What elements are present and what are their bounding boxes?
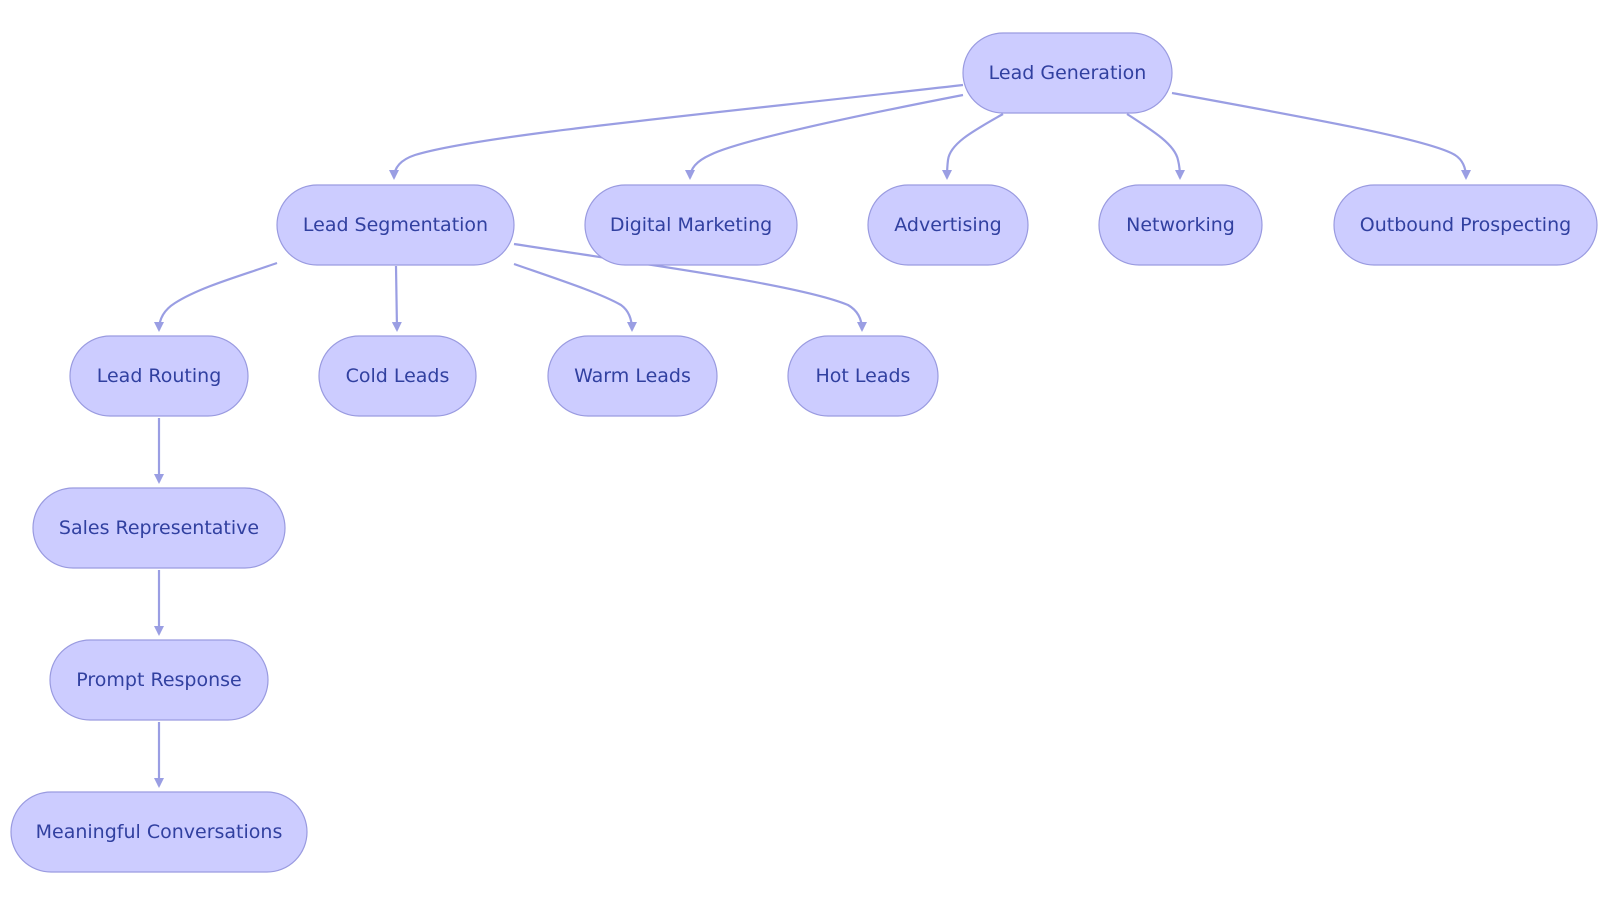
node-cold-leads-label: Cold Leads xyxy=(346,365,450,387)
node-lead-routing-label: Lead Routing xyxy=(97,365,222,387)
edge-lead-generation-to-lead-segmentation xyxy=(389,83,964,180)
edge-lead-generation-to-networking xyxy=(1126,113,1185,180)
nodes: Lead Generation Lead Segmentation Digita… xyxy=(10,32,1598,873)
node-digital-marketing[interactable]: Digital Marketing xyxy=(584,184,798,266)
edge-lead-segmentation-to-lead-routing xyxy=(154,261,278,332)
node-outbound-prospecting-label: Outbound Prospecting xyxy=(1360,214,1571,236)
node-meaningful-conversations-label: Meaningful Conversations xyxy=(36,821,283,843)
edge-lead-segmentation-to-warm-leads xyxy=(513,262,637,332)
edges xyxy=(154,83,1471,788)
node-hot-leads[interactable]: Hot Leads xyxy=(787,335,939,417)
node-meaningful-conversations[interactable]: Meaningful Conversations xyxy=(10,791,308,873)
node-lead-routing[interactable]: Lead Routing xyxy=(69,335,249,417)
node-sales-representative[interactable]: Sales Representative xyxy=(32,487,286,569)
node-warm-leads-label: Warm Leads xyxy=(574,365,691,387)
node-digital-marketing-label: Digital Marketing xyxy=(610,214,772,236)
edge-lead-generation-to-outbound-prospecting xyxy=(1171,91,1471,180)
node-networking-label: Networking xyxy=(1126,214,1235,236)
node-sales-representative-label: Sales Representative xyxy=(59,517,259,539)
node-prompt-response-label: Prompt Response xyxy=(76,669,241,691)
node-hot-leads-label: Hot Leads xyxy=(816,365,911,387)
node-warm-leads[interactable]: Warm Leads xyxy=(547,335,718,417)
node-advertising[interactable]: Advertising xyxy=(867,184,1029,266)
node-outbound-prospecting[interactable]: Outbound Prospecting xyxy=(1333,184,1598,266)
node-lead-generation[interactable]: Lead Generation xyxy=(962,32,1173,114)
node-lead-segmentation-label: Lead Segmentation xyxy=(303,214,488,236)
node-lead-segmentation[interactable]: Lead Segmentation xyxy=(276,184,515,266)
node-lead-generation-label: Lead Generation xyxy=(989,62,1147,84)
node-advertising-label: Advertising xyxy=(894,214,1001,236)
node-prompt-response[interactable]: Prompt Response xyxy=(49,639,269,721)
edge-lead-generation-to-digital-marketing xyxy=(685,93,964,180)
node-networking[interactable]: Networking xyxy=(1098,184,1263,266)
node-cold-leads[interactable]: Cold Leads xyxy=(318,335,477,417)
edge-lead-generation-to-advertising xyxy=(942,113,1004,180)
edge-lead-segmentation-to-cold-leads xyxy=(391,265,402,332)
